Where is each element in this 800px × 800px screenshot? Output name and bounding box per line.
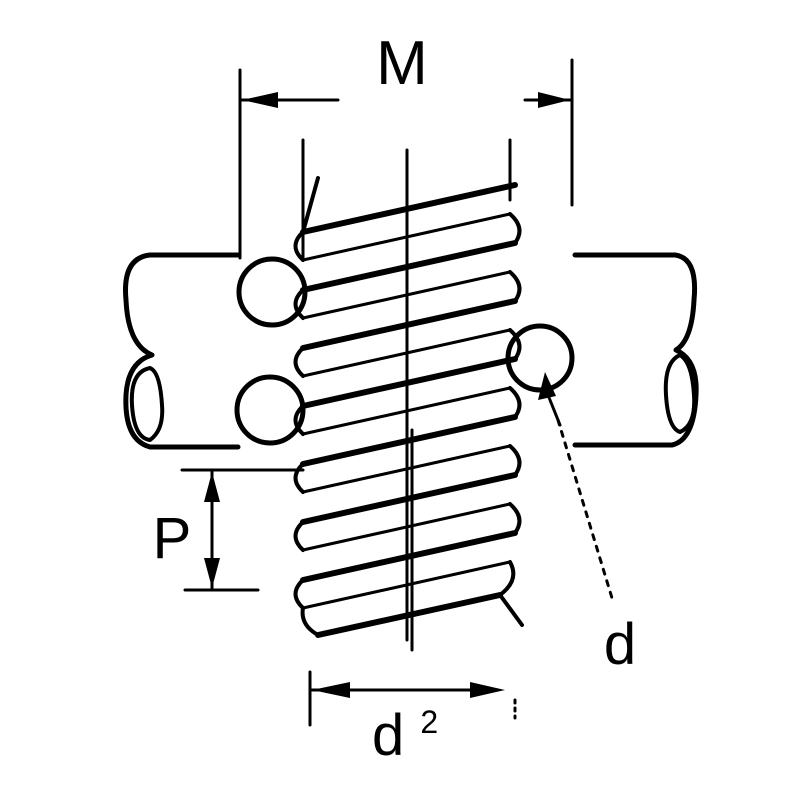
left-anvil <box>123 252 241 450</box>
label-d2-subscript: 2 <box>420 704 438 740</box>
label-p: P <box>153 506 192 571</box>
d2-arrow-right <box>470 682 505 698</box>
right-anvil <box>572 252 699 448</box>
label-d2: d 2 <box>372 703 438 768</box>
d2-arrow-left <box>312 682 350 698</box>
label-d2-base: d <box>372 703 404 768</box>
label-m: M <box>376 29 428 98</box>
dimension-m <box>238 58 574 260</box>
dimension-d2 <box>308 670 517 727</box>
p-arrow-bottom <box>204 558 220 588</box>
label-d: d <box>604 612 636 677</box>
p-arrow-top <box>204 472 220 502</box>
screw-thread <box>293 176 524 638</box>
wire-left-lower <box>234 374 306 446</box>
d-arrow <box>538 372 556 400</box>
leader-d <box>538 372 614 600</box>
wire-left-upper <box>236 256 308 328</box>
measuring-wires <box>234 256 575 446</box>
m-arrow-left <box>242 92 278 108</box>
reference-lines <box>301 138 512 652</box>
m-arrow-right <box>538 92 570 108</box>
dimension-p <box>180 468 305 592</box>
